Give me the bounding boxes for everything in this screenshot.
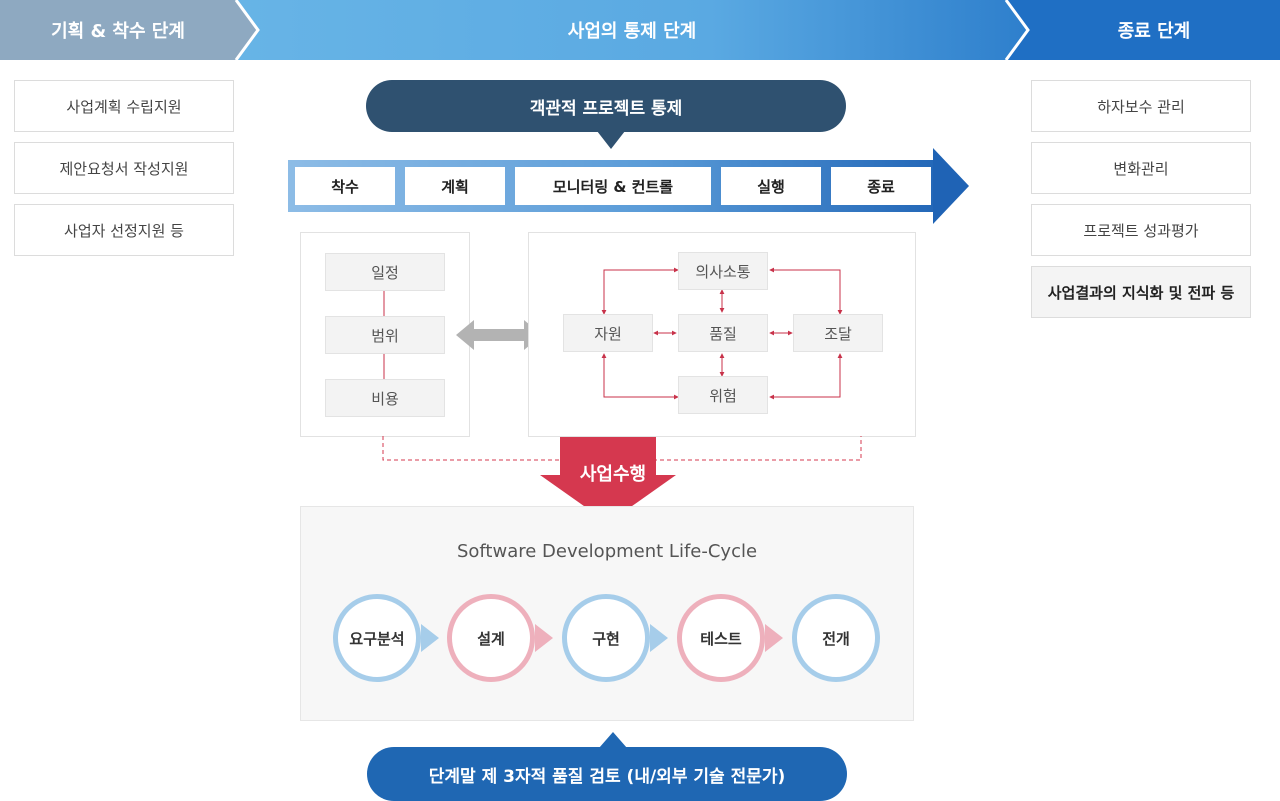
- left-item-business-plan: 사업계획 수립지원: [14, 80, 234, 132]
- step-monitoring-control: 모니터링 & 컨트롤: [515, 167, 711, 205]
- header-phase-control-label: 사업의 통제 단계: [567, 21, 697, 42]
- sdlc-arrow-icon: [650, 624, 668, 652]
- constraint-scope: 범위: [325, 316, 445, 354]
- constraint-cost: 비용: [325, 379, 445, 417]
- step-closing: 종료: [831, 167, 931, 205]
- constraint-schedule: 일정: [325, 253, 445, 291]
- header-phase-planning-label: 기획 & 착수 단계: [51, 21, 185, 42]
- header-phase-planning: 기획 & 착수 단계: [0, 0, 258, 60]
- left-item-vendor-selection: 사업자 선정지원 등: [14, 204, 234, 256]
- header-chevron-divider: [234, 0, 260, 60]
- header-chevron-divider: [1004, 0, 1030, 60]
- sdlc-phase-deployment: 전개: [792, 594, 880, 682]
- pill-pointer: [599, 732, 627, 748]
- sdlc-phase-design: 설계: [447, 594, 535, 682]
- sdlc-arrow-icon: [765, 624, 783, 652]
- process-arrow-head: [933, 148, 969, 224]
- constraints-connector: [383, 290, 385, 379]
- area-quality: 품질: [678, 314, 768, 352]
- right-item-change-management: 변화관리: [1031, 142, 1251, 194]
- area-procurement: 조달: [793, 314, 883, 352]
- header-phase-closing-label: 종료 단계: [1117, 21, 1191, 42]
- area-communication: 의사소통: [678, 252, 768, 290]
- execution-arrow-icon: [540, 437, 676, 523]
- step-initiation: 착수: [295, 167, 395, 205]
- step-planning: 계획: [405, 167, 505, 205]
- sdlc-arrow-icon: [421, 624, 439, 652]
- management-connectors: [601, 267, 843, 400]
- left-item-rfp: 제안요청서 작성지원: [14, 142, 234, 194]
- objective-control-pill: 객관적 프로젝트 통제: [366, 80, 846, 132]
- area-risk: 위험: [678, 376, 768, 414]
- double-arrow-icon: [456, 320, 542, 350]
- header-phase-closing: 종료 단계: [1006, 0, 1280, 60]
- pill-pointer: [597, 131, 625, 149]
- sdlc-phase-implementation: 구현: [562, 594, 650, 682]
- area-resources: 자원: [563, 314, 653, 352]
- execution-label: 사업수행: [579, 464, 647, 485]
- header-phase-control: 사업의 통제 단계: [236, 0, 1028, 60]
- sdlc-title: Software Development Life-Cycle: [456, 541, 758, 562]
- sdlc-arrow-icon: [535, 624, 553, 652]
- right-item-performance-eval: 프로젝트 성과평가: [1031, 204, 1251, 256]
- right-item-knowledge: 사업결과의 지식화 및 전파 등: [1031, 266, 1251, 318]
- quality-review-pill: 단계말 제 3자적 품질 검토 (내/외부 기술 전문가): [367, 747, 847, 801]
- right-item-warranty: 하자보수 관리: [1031, 80, 1251, 132]
- sdlc-phase-test: 테스트: [677, 594, 765, 682]
- sdlc-phase-requirements: 요구분석: [333, 594, 421, 682]
- step-execution: 실행: [721, 167, 821, 205]
